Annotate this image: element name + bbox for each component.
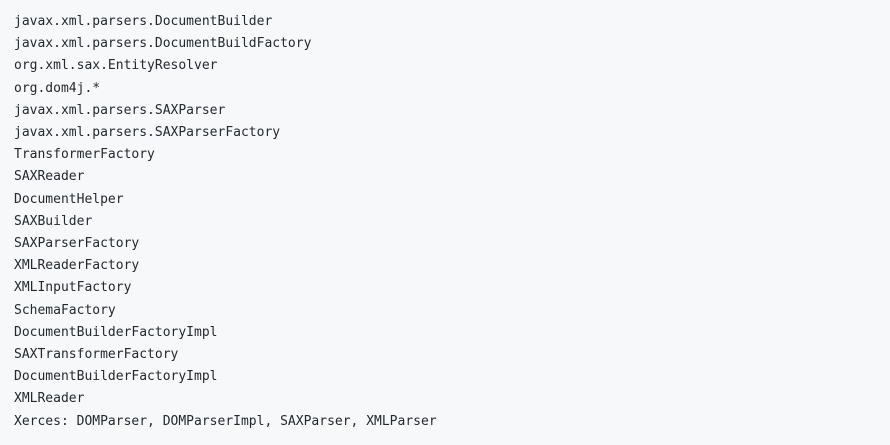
code-line: javax.xml.parsers.DocumentBuildFactory bbox=[14, 36, 312, 52]
code-line: org.dom4j.* bbox=[14, 80, 101, 96]
code-line: DocumentBuilderFactoryImpl bbox=[14, 324, 218, 340]
code-line: org.xml.sax.EntityResolver bbox=[14, 58, 218, 74]
code-line: javax.xml.parsers.DocumentBuilder bbox=[14, 14, 273, 29]
code-line: javax.xml.parsers.SAXParserFactory bbox=[14, 125, 281, 141]
code-line: Xerces: DOMParser, DOMParserImpl, SAXPar… bbox=[14, 413, 437, 429]
code-line: SchemaFactory bbox=[14, 302, 116, 318]
code-line: DocumentHelper bbox=[14, 191, 124, 207]
code-line: XMLReaderFactory bbox=[14, 258, 140, 274]
code-line: SAXReader bbox=[14, 169, 85, 185]
code-line: DocumentBuilderFactoryImpl bbox=[14, 369, 218, 385]
code-line: SAXTransformerFactory bbox=[14, 347, 179, 363]
code-line: XMLInputFactory bbox=[14, 280, 132, 296]
code-line: javax.xml.parsers.SAXParser bbox=[14, 102, 226, 118]
code-line: SAXBuilder bbox=[14, 213, 93, 229]
code-line: XMLReader bbox=[14, 391, 85, 407]
code-line: TransformerFactory bbox=[14, 147, 155, 163]
code-line: SAXParserFactory bbox=[14, 236, 140, 252]
